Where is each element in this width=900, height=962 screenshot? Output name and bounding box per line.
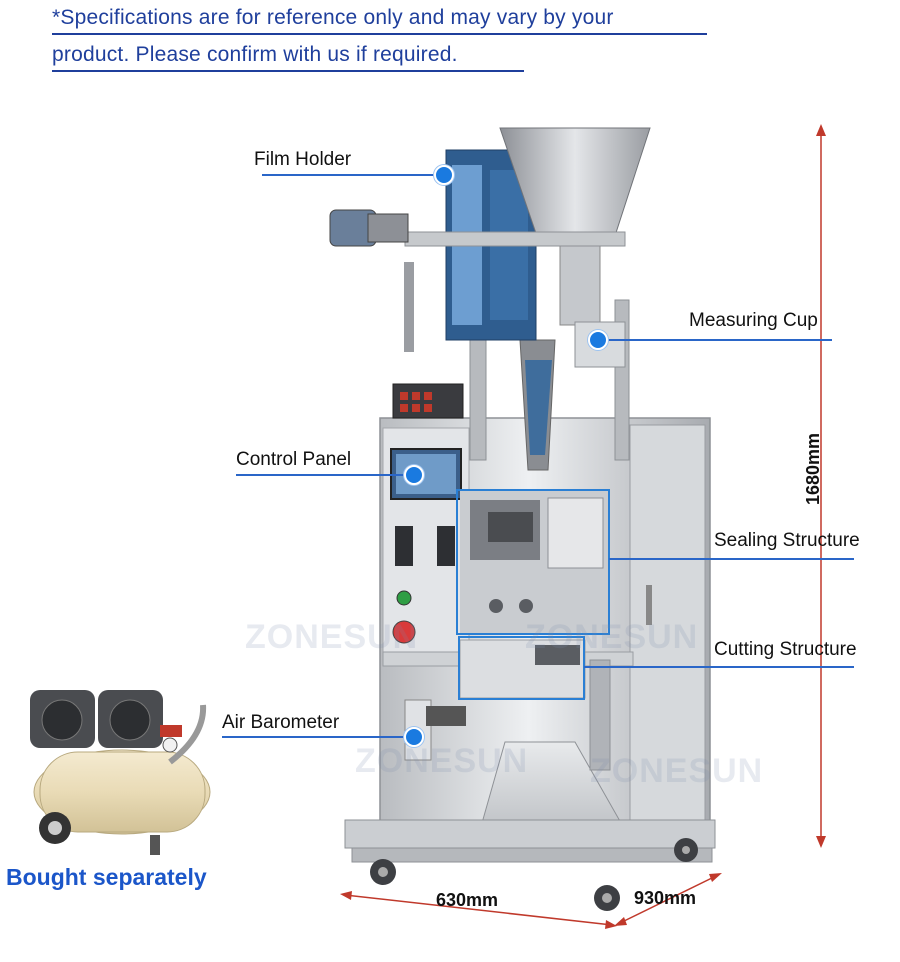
film-holder-marker <box>434 165 454 185</box>
film-holder-label: Film Holder <box>254 149 352 170</box>
disclaimer-line-1: *Specifications are for reference only a… <box>52 6 614 29</box>
disclaimer-line-2: product. Please confirm with us if requi… <box>52 43 458 66</box>
cutting-structure-box <box>458 636 585 700</box>
cutting-structure-leader <box>584 666 854 668</box>
dimension-depth-line <box>614 873 722 926</box>
sealing-structure-box <box>456 489 610 635</box>
control-panel-leader <box>236 474 412 476</box>
control-panel-label: Control Panel <box>236 449 352 470</box>
air-compressor-illustration <box>30 690 211 855</box>
watermark-1: ZONESUN <box>245 618 419 656</box>
depth-dimension-label: 930mm <box>634 888 697 908</box>
control-panel-marker <box>404 465 424 485</box>
sealing-structure-label: Sealing Structure <box>714 530 860 551</box>
air-barometer-label: Air Barometer <box>222 712 340 733</box>
disclaimer-underline-1 <box>52 33 707 35</box>
disclaimer-underline-2 <box>52 70 524 72</box>
air-barometer-leader <box>222 736 412 738</box>
machine-upper-section <box>329 127 651 471</box>
height-dimension-label: 1680mm <box>803 432 823 505</box>
watermark-2: ZONESUN <box>355 742 529 780</box>
machine-cabinet <box>344 417 716 911</box>
measuring-cup-leader <box>600 339 832 341</box>
bought-separately-note: Bought separately <box>6 864 207 890</box>
sealing-structure-leader <box>609 558 854 560</box>
measuring-cup-marker <box>588 330 608 350</box>
width-dimension-label: 630mm <box>436 890 499 910</box>
film-holder-leader <box>262 174 442 176</box>
dimension-width-line <box>340 891 617 929</box>
cutting-structure-label: Cutting Structure <box>714 639 857 660</box>
air-barometer-marker <box>404 727 424 747</box>
dimension-height-line <box>816 124 826 848</box>
watermark-4: ZONESUN <box>590 752 764 790</box>
watermark-3: ZONESUN <box>525 618 699 656</box>
measuring-cup-label: Measuring Cup <box>689 310 818 331</box>
